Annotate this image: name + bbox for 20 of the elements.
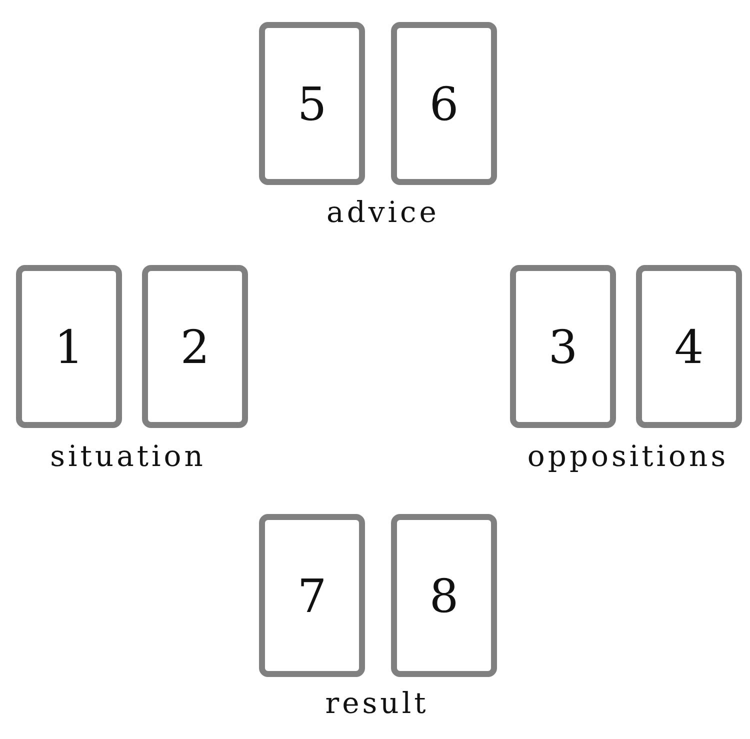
position-label: situation [50,442,206,471]
card [510,265,616,428]
position-label: oppositions [527,442,729,471]
card [636,265,742,428]
card-number: 8 [429,568,459,622]
card-number: 5 [297,76,327,130]
card-number: 1 [54,320,84,374]
card [259,22,365,185]
card [391,22,497,185]
card-number: 3 [548,320,578,374]
position-label: result [325,689,429,718]
card [16,265,122,428]
card-number: 6 [429,76,459,130]
card-number: 4 [674,320,704,374]
card-number: 7 [297,568,327,622]
position-label: advice [326,198,440,227]
card [142,265,248,428]
card [259,514,365,677]
card-number: 2 [180,320,210,374]
card [391,514,497,677]
